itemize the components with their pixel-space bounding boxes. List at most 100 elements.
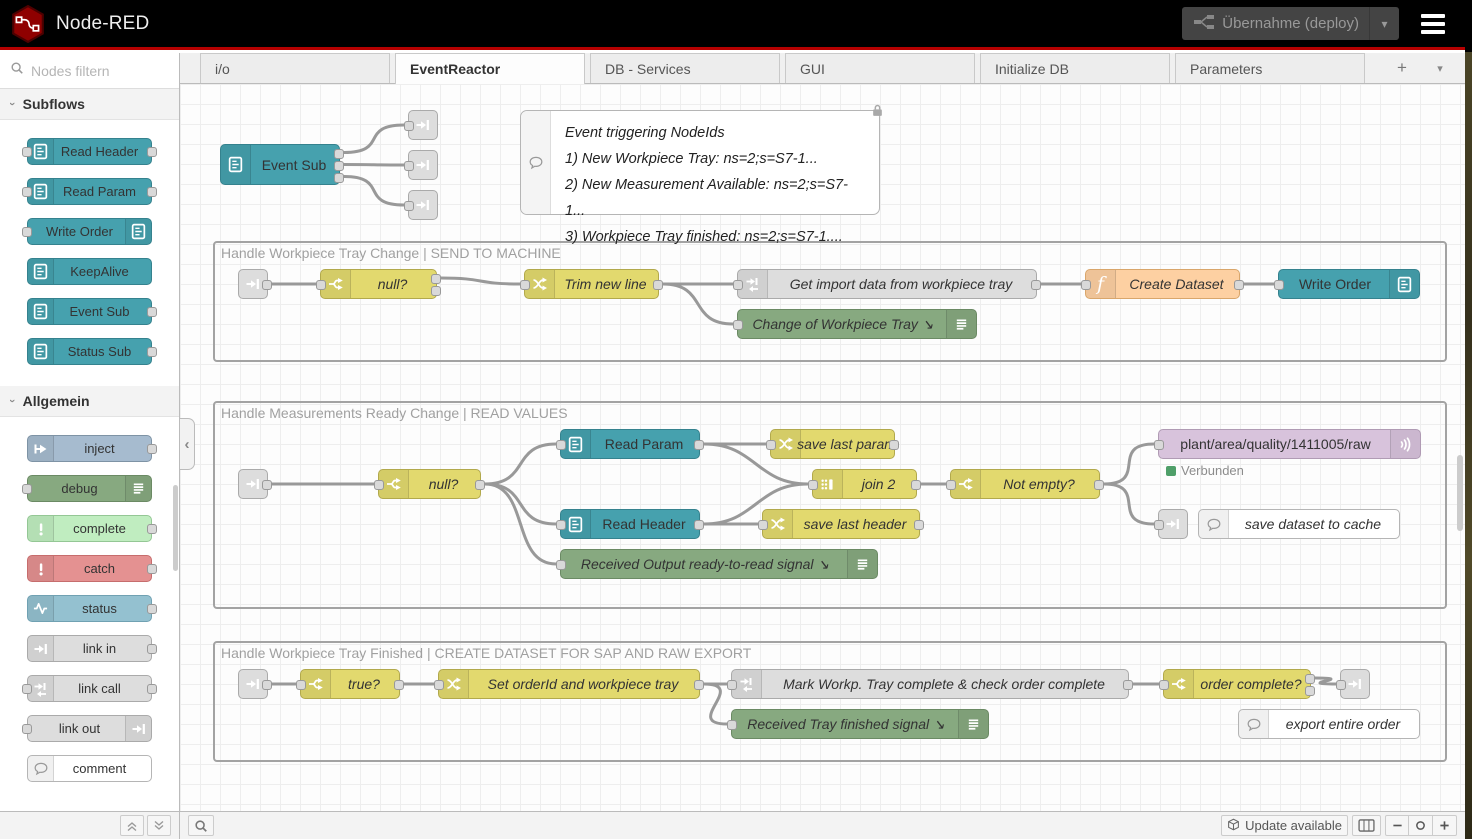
- group-handle-measurements-ready-change[interactable]: Handle Measurements Ready Change | READ …: [213, 401, 1447, 609]
- output-port[interactable]: [694, 440, 704, 450]
- input-port[interactable]: [758, 520, 768, 530]
- node-link-out-g3[interactable]: [1336, 669, 1370, 699]
- port[interactable]: [22, 724, 32, 734]
- node-join-2[interactable]: join 2: [808, 469, 921, 499]
- output-port[interactable]: [889, 440, 899, 450]
- node-link-out-3[interactable]: [404, 190, 438, 220]
- node-comment-save-dataset[interactable]: save dataset to cache: [1198, 509, 1400, 539]
- input-port[interactable]: [404, 121, 414, 131]
- palette-node-complete[interactable]: complete: [27, 515, 157, 542]
- input-port[interactable]: [556, 520, 566, 530]
- input-port[interactable]: [1336, 680, 1346, 690]
- output-port[interactable]: [334, 148, 344, 159]
- port[interactable]: [22, 227, 32, 237]
- flow-canvas[interactable]: Handle Workpiece Tray Change | SEND TO M…: [180, 84, 1465, 811]
- input-port[interactable]: [727, 720, 737, 730]
- node-debug-received-tray[interactable]: Received Tray finished signal ↘: [727, 709, 989, 739]
- palette-node-inject[interactable]: inject: [27, 435, 157, 462]
- port[interactable]: [22, 684, 32, 694]
- port[interactable]: [147, 604, 157, 614]
- wire[interactable]: [342, 123, 406, 154]
- palette-node-link-out[interactable]: link out: [22, 715, 152, 742]
- output-port[interactable]: [262, 680, 272, 690]
- node-event-sub[interactable]: Event Sub: [220, 144, 344, 185]
- output-port[interactable]: [431, 274, 441, 284]
- palette-search-input[interactable]: [31, 62, 169, 79]
- port[interactable]: [147, 684, 157, 694]
- node-change-save-last-header[interactable]: save last header: [758, 509, 924, 539]
- node-comment-export-order[interactable]: export entire order: [1238, 709, 1420, 739]
- palette-node-keepalive[interactable]: KeepAlive: [27, 258, 152, 285]
- input-port[interactable]: [1274, 280, 1284, 290]
- palette-node-status[interactable]: status: [27, 595, 157, 622]
- input-port[interactable]: [520, 280, 530, 290]
- node-link-call-mark-complete[interactable]: Mark Workp. Tray complete & check order …: [727, 669, 1133, 699]
- tab-i-o[interactable]: i/o: [200, 53, 390, 83]
- port[interactable]: [147, 444, 157, 454]
- palette-node-event-sub[interactable]: Event Sub: [27, 298, 157, 325]
- deploy-button[interactable]: Übernahme (deploy) ▾: [1182, 7, 1399, 40]
- node-link-in-g2[interactable]: [238, 469, 272, 499]
- node-switch-not-empty[interactable]: Not empty?: [946, 469, 1104, 499]
- input-port[interactable]: [808, 480, 818, 490]
- node-link-out-1[interactable]: [404, 110, 438, 140]
- palette-node-comment[interactable]: comment: [27, 755, 152, 782]
- palette-node-link-call[interactable]: link call: [22, 675, 157, 702]
- port[interactable]: [22, 187, 32, 197]
- palette-node-catch[interactable]: catch: [27, 555, 157, 582]
- zoom-out-button[interactable]: [1385, 815, 1409, 836]
- input-port[interactable]: [1081, 280, 1091, 290]
- output-port[interactable]: [1094, 480, 1104, 490]
- output-port[interactable]: [1234, 280, 1244, 290]
- tab-parameters[interactable]: Parameters: [1175, 53, 1365, 83]
- input-port[interactable]: [374, 480, 384, 490]
- port[interactable]: [147, 524, 157, 534]
- palette-collapse-handle[interactable]: ‹: [180, 418, 195, 470]
- scroll-down-button[interactable]: [147, 815, 171, 836]
- input-port[interactable]: [1159, 680, 1169, 690]
- port[interactable]: [22, 484, 32, 494]
- input-port[interactable]: [556, 560, 566, 570]
- wire[interactable]: [1313, 676, 1338, 686]
- palette-node-link-in[interactable]: link in: [27, 635, 157, 662]
- output-port[interactable]: [262, 280, 272, 290]
- node-link-call-get-import[interactable]: Get import data from workpiece tray: [733, 269, 1041, 299]
- wire[interactable]: [483, 482, 558, 566]
- input-port[interactable]: [946, 480, 956, 490]
- zoom-in-button[interactable]: [1433, 815, 1457, 836]
- port[interactable]: [147, 347, 157, 357]
- output-port[interactable]: [914, 520, 924, 530]
- palette-node-write-order[interactable]: Write Order: [22, 218, 152, 245]
- output-port[interactable]: [262, 480, 272, 490]
- wire[interactable]: [702, 682, 729, 726]
- wire[interactable]: [439, 276, 522, 286]
- input-port[interactable]: [733, 320, 743, 330]
- output-port[interactable]: [694, 680, 704, 690]
- flow-list-button[interactable]: ▾: [1437, 62, 1443, 75]
- output-port[interactable]: [334, 160, 344, 171]
- tab-gui[interactable]: GUI: [785, 53, 975, 83]
- update-available-button[interactable]: Update available: [1221, 815, 1348, 836]
- input-port[interactable]: [727, 680, 737, 690]
- tab-db-services[interactable]: DB - Services: [590, 53, 780, 83]
- tab-initialize-db[interactable]: Initialize DB: [980, 53, 1170, 83]
- minimap-button[interactable]: [1352, 815, 1381, 836]
- node-debug-change-tray[interactable]: Change of Workpiece Tray ↘: [733, 309, 977, 339]
- port[interactable]: [147, 147, 157, 157]
- palette-node-status-sub[interactable]: Status Sub: [27, 338, 157, 365]
- wire[interactable]: [661, 282, 735, 326]
- input-port[interactable]: [766, 440, 776, 450]
- output-port[interactable]: [1305, 686, 1315, 696]
- node-link-in-g3[interactable]: [238, 669, 272, 699]
- wire[interactable]: [483, 442, 558, 486]
- palette-category-subflows[interactable]: ›Subflows: [0, 89, 179, 120]
- node-link-out-g2[interactable]: [1154, 509, 1188, 539]
- output-port[interactable]: [475, 480, 485, 490]
- input-port[interactable]: [1154, 520, 1164, 530]
- input-port[interactable]: [316, 280, 326, 290]
- group-handle-workpiece-tray-change[interactable]: Handle Workpiece Tray Change | SEND TO M…: [213, 241, 1447, 362]
- input-port[interactable]: [556, 440, 566, 450]
- input-port[interactable]: [434, 680, 444, 690]
- output-port[interactable]: [911, 480, 921, 490]
